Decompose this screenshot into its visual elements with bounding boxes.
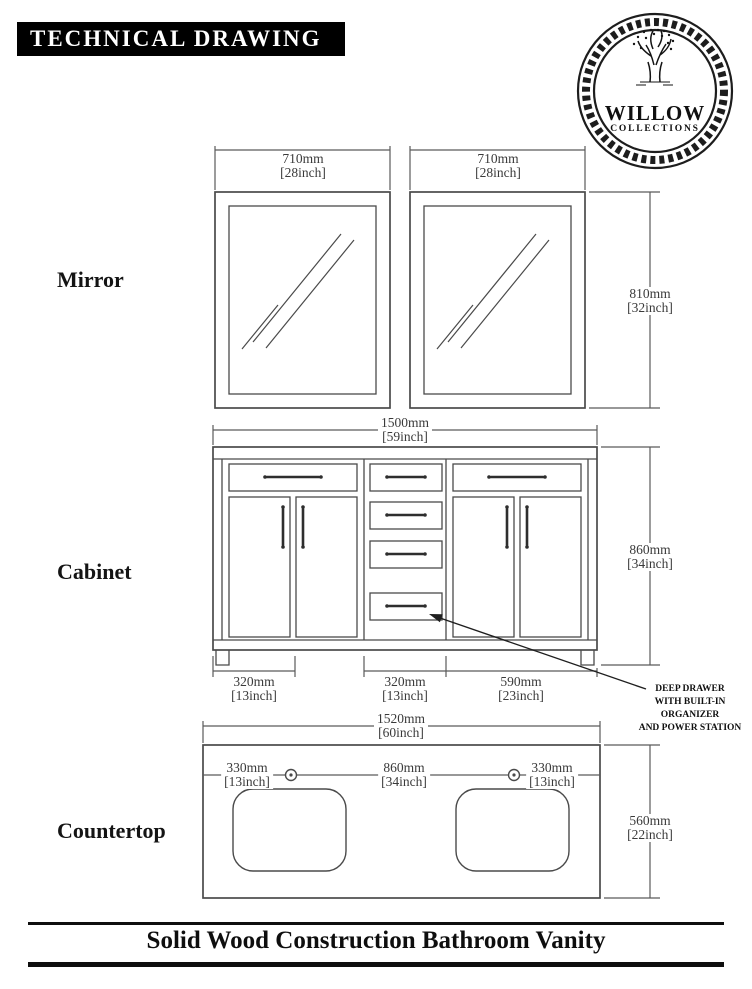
dim-countertop-left-offset: 330mm [13inch] (221, 761, 273, 789)
dim-cabinet-bottom-center: 320mm [13inch] (379, 675, 431, 703)
dim-mm: 320mm (233, 674, 275, 689)
dim-inch: [28inch] (475, 165, 521, 180)
footer-divider-top (28, 922, 724, 925)
footer-title: Solid Wood Construction Bathroom Vanity (146, 927, 606, 954)
mirror-left-glass (228, 205, 377, 395)
callout-line: WITH BUILT-IN (654, 697, 726, 707)
section-label-countertop: Countertop (57, 818, 166, 843)
dim-inch: [32inch] (627, 300, 673, 315)
dim-inch: [28inch] (280, 165, 326, 180)
section-label-mirror: Mirror (57, 267, 124, 292)
dim-mm: 320mm (384, 674, 426, 689)
cabinet-feet (215, 650, 595, 666)
cabinet-center-drawer-1 (369, 463, 443, 492)
dim-cabinet-bottom-right: 590mm [23inch] (495, 675, 547, 703)
callout-arrow (429, 614, 647, 690)
cabinet-drawing (212, 446, 598, 666)
dim-inch: [22inch] (627, 827, 673, 842)
cabinet-frame-lines (213, 458, 597, 641)
cabinet-left-drawer (228, 463, 358, 492)
dim-inch: [34inch] (627, 556, 673, 571)
dim-inch: [13inch] (231, 688, 277, 703)
dim-mm: 710mm (477, 151, 519, 166)
cabinet-center-drawer-4 (369, 592, 443, 621)
cabinet-left-door-a (228, 496, 291, 638)
logo-tree-foliage (632, 28, 675, 51)
countertop-drawing (202, 744, 601, 899)
dim-mm: 1500mm (380, 415, 430, 430)
dim-countertop-width: 1520mm [60inch] (373, 711, 429, 740)
dim-countertop-depth: 560mm [22inch] (624, 814, 676, 842)
cabinet-dimension-lines (212, 425, 660, 677)
mirror-left-frame (214, 191, 391, 409)
mirror-dimension-lines (214, 146, 660, 409)
countertop-faucet-holes (284, 768, 521, 782)
mirror-right-glass (423, 205, 572, 395)
logo-tree-icon (632, 28, 675, 86)
dim-inch: [13inch] (529, 774, 575, 789)
callout-line: DEEP DRAWER (655, 684, 725, 694)
section-label-cabinet: Cabinet (57, 559, 132, 584)
callout-line: AND POWER STATION (638, 723, 742, 733)
dim-mm: 590mm (500, 674, 542, 689)
cabinet-right-drawer (452, 463, 582, 492)
dim-countertop-faucet-span: 860mm [34inch] (378, 761, 430, 789)
dim-mm: 1520mm (376, 711, 426, 726)
dim-cabinet-width: 1500mm [59inch] (377, 415, 433, 444)
dim-inch: [34inch] (381, 774, 427, 789)
dim-mm: 560mm (629, 813, 671, 828)
mirror-right-frame (409, 191, 586, 409)
dim-mirror-width-right: 710mm [28inch] (472, 152, 524, 180)
cabinet-center-drawer-3 (369, 540, 443, 569)
dim-mm: 860mm (383, 760, 425, 775)
cabinet-body (212, 446, 598, 651)
logo-brand-subtitle: COLLECTIONS (610, 124, 700, 134)
deep-drawer-callout: DEEP DRAWER WITH BUILT-IN ORGANIZER AND … (638, 683, 742, 735)
dim-mm: 710mm (282, 151, 324, 166)
dim-cabinet-height: 860mm [34inch] (624, 543, 676, 571)
dim-inch: [60inch] (378, 725, 424, 740)
cabinet-left-door-b (295, 496, 358, 638)
dim-inch: [59inch] (382, 429, 428, 444)
dim-mm: 860mm (629, 542, 671, 557)
dim-countertop-right-offset: 330mm [13inch] (526, 761, 578, 789)
dim-mm: 330mm (531, 760, 573, 775)
dim-mm: 330mm (226, 760, 268, 775)
mirror-drawing (214, 191, 586, 409)
callout-line: ORGANIZER (660, 710, 720, 720)
badge-label: TECHNICAL DRAWING (30, 26, 322, 51)
countertop-slab (202, 744, 601, 899)
dim-mirror-width-left: 710mm [28inch] (277, 152, 329, 180)
mirror-right-glass-slashes (436, 233, 550, 350)
dim-mirror-height: 810mm [32inch] (624, 287, 676, 315)
cabinet-center-drawer-2 (369, 501, 443, 530)
dim-inch: [13inch] (224, 774, 270, 789)
cabinet-handle-knobs (263, 475, 547, 608)
logo-brand-name: WILLOW (604, 101, 706, 125)
dim-cabinet-bottom-left: 320mm [13inch] (228, 675, 280, 703)
cabinet-right-door-a (452, 496, 515, 638)
sink-basin-right (455, 788, 570, 872)
dim-mm: 810mm (629, 286, 671, 301)
technical-drawing-badge: TECHNICAL DRAWING (17, 22, 345, 56)
cabinet-handles (265, 475, 545, 608)
mirror-left-glass-slashes (241, 233, 355, 350)
dim-inch: [13inch] (382, 688, 428, 703)
dim-inch: [23inch] (498, 688, 544, 703)
cabinet-right-door-b (519, 496, 582, 638)
logo-rope-border (576, 12, 734, 170)
sink-basin-left (232, 788, 347, 872)
footer-divider-bottom (28, 962, 724, 967)
